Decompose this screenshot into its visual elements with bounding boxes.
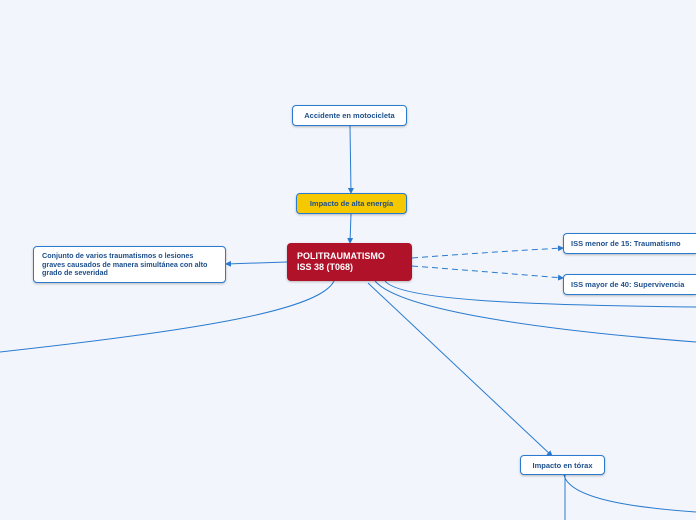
node-politraumatismo-title: POLITRAUMATISMO bbox=[297, 251, 385, 261]
connector-main-iss-mayor bbox=[411, 265, 564, 281]
node-definicion[interactable]: Conjunto de varios traumatismos o lesion… bbox=[33, 246, 226, 283]
connector-main-left-branch bbox=[0, 280, 335, 353]
node-impacto-torax[interactable]: Impacto en tórax bbox=[520, 455, 605, 475]
node-iss-menor-15[interactable]: ISS menor de 15: Traumatismo bbox=[563, 233, 696, 254]
node-impacto-alta-energia[interactable]: Impacto de alta energía bbox=[296, 193, 407, 214]
connector-main-right-branch-2 bbox=[374, 280, 696, 343]
connector-main-definicion bbox=[225, 260, 288, 267]
connector-torax-right bbox=[563, 474, 696, 513]
connector-accidente-impacto bbox=[347, 125, 354, 194]
connector-main-torax bbox=[367, 282, 553, 457]
connector-impacto-main bbox=[347, 213, 354, 244]
node-accidente-motocicleta[interactable]: Accidente en motocicleta bbox=[292, 105, 407, 126]
node-iss-mayor-40[interactable]: ISS mayor de 40: Supervivencia bbox=[563, 274, 696, 295]
connector-main-iss-menor bbox=[411, 245, 564, 259]
node-politraumatismo[interactable]: POLITRAUMATISMO ISS 38 (T068) bbox=[287, 243, 412, 281]
node-politraumatismo-subtitle: ISS 38 (T068) bbox=[297, 262, 354, 272]
connector-main-right-branch-1 bbox=[384, 280, 696, 308]
